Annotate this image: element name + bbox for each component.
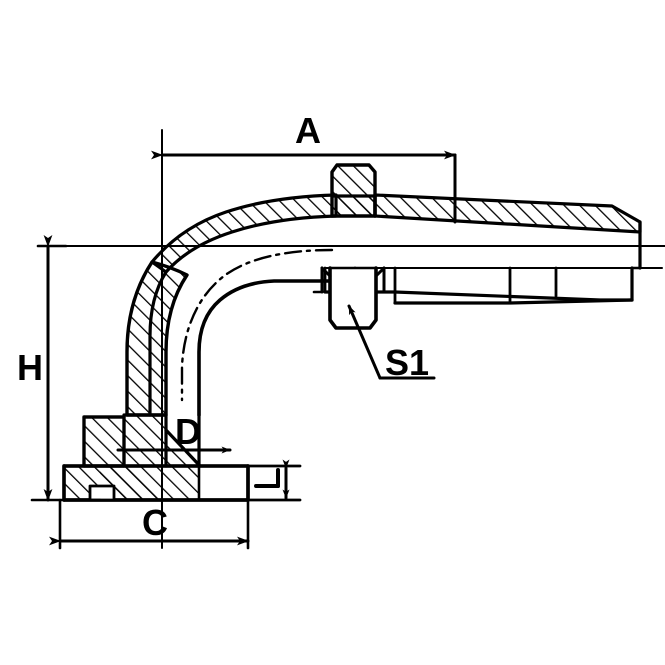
callout-S1-leader-line — [347, 304, 382, 380]
dimension-label-C: C — [142, 502, 168, 543]
dimension-H — [30, 235, 102, 502]
dimension-L — [246, 459, 302, 502]
callout-S1-leader — [347, 304, 436, 380]
dimension-C — [49, 464, 250, 550]
elbow-to-flange-wedge — [62, 413, 250, 502]
dimension-label-A: A — [295, 110, 321, 151]
flange-corner-notch — [88, 484, 116, 502]
dimension-label-H: H — [17, 347, 43, 388]
dimension-A — [151, 150, 457, 224]
callout-label-S1: S1 — [385, 342, 429, 383]
dimension-label-D: D — [175, 411, 201, 452]
barb-collar-boss — [330, 163, 377, 218]
elbow-centerline-dashdot — [180, 248, 334, 402]
flange-riser-block — [82, 415, 126, 468]
barb-upper-wall-section — [150, 193, 642, 274]
elbow-outer-wall-section — [125, 260, 189, 417]
elbow-inner-bore-line — [197, 279, 334, 417]
